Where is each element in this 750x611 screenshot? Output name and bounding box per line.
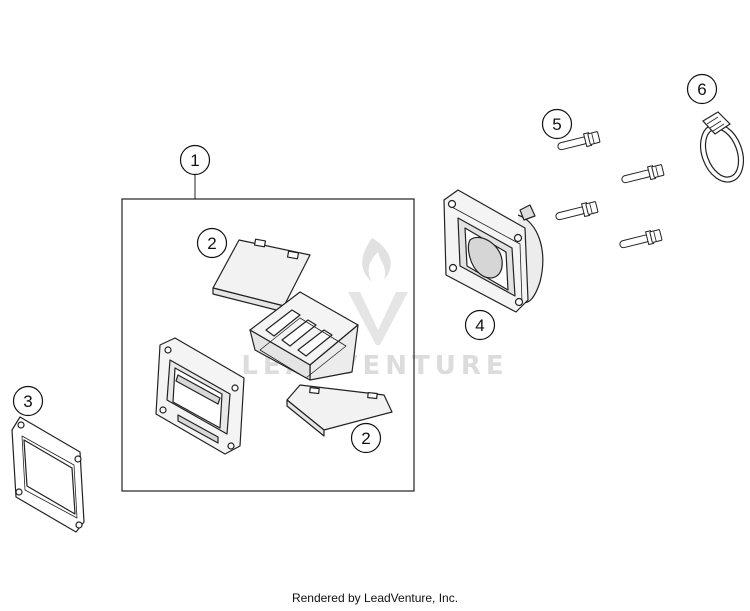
intake-flange bbox=[443, 189, 544, 313]
callout-2-top: 2 bbox=[196, 227, 228, 259]
footer-credit: Rendered by LeadVenture, Inc. bbox=[291, 591, 459, 605]
hose-clamp bbox=[699, 111, 745, 183]
reed-petal-top bbox=[212, 238, 311, 313]
callout-label: 2 bbox=[361, 429, 370, 448]
callout-label: 6 bbox=[697, 80, 706, 99]
reed-cage bbox=[249, 291, 359, 381]
bolt-4 bbox=[617, 228, 663, 252]
callout-4: 4 bbox=[464, 309, 496, 341]
callout-1: 1 bbox=[179, 144, 211, 176]
callout-5: 5 bbox=[541, 108, 573, 140]
callout-label: 5 bbox=[552, 115, 561, 134]
callout-6: 6 bbox=[686, 73, 718, 105]
callout-2-bottom: 2 bbox=[350, 422, 382, 454]
callout-label: 1 bbox=[190, 151, 199, 170]
reed-valve-assembly-box bbox=[121, 198, 415, 492]
callout-3: 3 bbox=[12, 385, 44, 417]
bolt-3 bbox=[553, 200, 599, 224]
gasket bbox=[11, 416, 85, 533]
reed-petal-bottom bbox=[286, 384, 393, 437]
reed-body-frame bbox=[155, 337, 245, 455]
bolt-2 bbox=[619, 163, 665, 187]
callout-label: 2 bbox=[207, 234, 216, 253]
callout-label: 4 bbox=[475, 316, 484, 335]
callout-label: 3 bbox=[23, 392, 32, 411]
